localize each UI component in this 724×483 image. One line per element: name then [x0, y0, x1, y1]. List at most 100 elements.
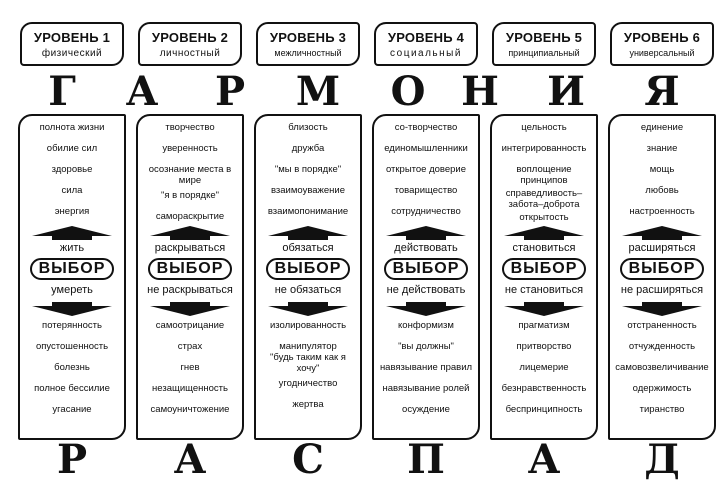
level-name: личностный: [159, 48, 221, 59]
arrow-down-icon: [622, 302, 702, 316]
positive-item: самораскрытие: [155, 211, 225, 222]
level-number: УРОВЕНЬ 3: [269, 30, 347, 45]
negative-item: полное бессилие: [34, 383, 110, 394]
level-number: УРОВЕНЬ 1: [33, 30, 111, 45]
positive-item: знание: [646, 143, 678, 154]
positive-item: творчество: [165, 122, 215, 133]
level-card: творчество уверенность осознание места в…: [136, 114, 244, 440]
positive-list: творчество уверенность осознание места в…: [138, 122, 242, 232]
arrow-up-icon: [150, 226, 230, 240]
positive-item: энергия: [54, 206, 90, 217]
level-card: полнота жизни обилие сил здоровье сила э…: [18, 114, 126, 440]
negative-item: страх: [177, 341, 203, 352]
negative-item: навязывание ролей: [382, 383, 470, 394]
level-number: УРОВЕНЬ 6: [623, 30, 701, 45]
harmony-letter: О: [390, 68, 426, 115]
negative-item: безнравственность: [501, 383, 587, 394]
positive-item: "я в порядке": [160, 190, 220, 201]
harmony-word: Г А Р М О Н И Я: [0, 72, 724, 116]
positive-item: со-творчество: [394, 122, 458, 133]
positive-item: открытое доверие: [385, 164, 467, 175]
level-header: УРОВЕНЬ 6 универсальный: [610, 22, 714, 66]
decay-letter: А: [527, 436, 561, 483]
positive-list: единение знание мощь любовь настроенност…: [610, 122, 714, 227]
harmony-letter: И: [547, 68, 585, 115]
down-choice-label: не расширяться: [620, 284, 704, 296]
up-choice-label: становиться: [512, 242, 576, 254]
level-number: УРОВЕНЬ 2: [151, 30, 229, 45]
negative-item: конформизм: [398, 320, 454, 331]
positive-item: мощь: [649, 164, 675, 175]
arrow-up-icon: [268, 226, 348, 240]
negative-list: самоотрицание страх гнев незащищенность …: [138, 320, 242, 425]
negative-list: отстраненность отчужденность самовозвели…: [610, 320, 714, 425]
level-header: УРОВЕНЬ 4 социальный: [374, 22, 478, 66]
decay-letter: А: [173, 436, 207, 483]
positive-item: полнота жизни: [39, 122, 105, 133]
level-card: цельность интегрированность воплощение п…: [490, 114, 598, 440]
negative-item: изолированность: [269, 320, 347, 331]
level-number: УРОВЕНЬ 5: [505, 30, 583, 45]
negative-item: осуждение: [402, 404, 450, 415]
positive-list: цельность интегрированность воплощение п…: [492, 122, 596, 233]
positive-item: уверенность: [162, 143, 218, 154]
positive-item: единомышленники: [384, 143, 468, 154]
harmony-letter: А: [125, 68, 159, 115]
negative-item: жертва: [292, 399, 324, 410]
level-number: УРОВЕНЬ 4: [387, 30, 465, 45]
positive-item: обилие сил: [46, 143, 98, 154]
arrow-down-icon: [268, 302, 348, 316]
harmony-letter: М: [295, 68, 341, 115]
negative-item: гнев: [180, 362, 200, 373]
negative-list: изолированность манипулятор "будь таким …: [256, 320, 360, 420]
arrow-up-icon: [32, 226, 112, 240]
level-header: УРОВЕНЬ 1 физический: [20, 22, 124, 66]
up-choice-label: жить: [59, 242, 85, 254]
positive-item: единение: [640, 122, 684, 133]
level-card: близость дружба "мы в порядке" взаимоува…: [254, 114, 362, 440]
positive-item: здоровье: [51, 164, 93, 175]
positive-item: справедливость–забота–доброта: [505, 188, 583, 210]
harmony-letter: Н: [461, 68, 499, 115]
negative-list: потерянность опустошенность болезнь полн…: [20, 320, 124, 425]
negative-item: манипулятор: [279, 341, 337, 352]
positive-item: настроенность: [629, 206, 695, 217]
choice-badge: ВЫБОР: [266, 258, 350, 280]
positive-item: товарищество: [394, 185, 458, 196]
level-name: межличностный: [274, 48, 342, 58]
level-header: УРОВЕНЬ 5 принципиальный: [492, 22, 596, 66]
negative-item: отчужденность: [628, 341, 696, 352]
arrow-down-icon: [504, 302, 584, 316]
harmony-letter: Р: [214, 68, 246, 115]
negative-item: "вы должны": [398, 341, 454, 352]
negative-item: одержимость: [632, 383, 692, 394]
positive-item: воплощение принципов: [516, 164, 572, 186]
positive-item: взаимоуважение: [270, 185, 346, 196]
positive-item: цельность: [521, 122, 567, 133]
negative-item: угодничество: [278, 378, 338, 389]
positive-item: "мы в порядке": [274, 164, 342, 175]
negative-item: незащищенность: [152, 383, 228, 394]
up-choice-label: действовать: [394, 242, 458, 254]
harmony-letter: Я: [644, 68, 680, 115]
arrow-down-icon: [150, 302, 230, 316]
negative-item: навязывание правил: [379, 362, 473, 373]
positive-item: сила: [61, 185, 83, 196]
level-name: социальный: [390, 48, 462, 59]
down-choice-label: не обязаться: [274, 284, 342, 296]
up-choice-label: обязаться: [282, 242, 334, 254]
negative-item: отстраненность: [627, 320, 697, 331]
positive-item: осознание места в мире: [148, 164, 232, 186]
choice-badge: ВЫБОР: [620, 258, 704, 280]
positive-item: открытость: [519, 212, 569, 223]
level-name: принципиальный: [508, 48, 580, 58]
level-card: единение знание мощь любовь настроенност…: [608, 114, 716, 440]
positive-item: любовь: [645, 185, 679, 196]
down-choice-label: не раскрываться: [147, 284, 233, 296]
arrow-up-icon: [386, 226, 466, 240]
positive-item: близость: [288, 122, 328, 133]
harmony-letter: Г: [48, 68, 76, 115]
level-card: со-творчество единомышленники открытое д…: [372, 114, 480, 440]
level-name: физический: [41, 48, 103, 59]
positive-item: дружба: [291, 143, 325, 154]
